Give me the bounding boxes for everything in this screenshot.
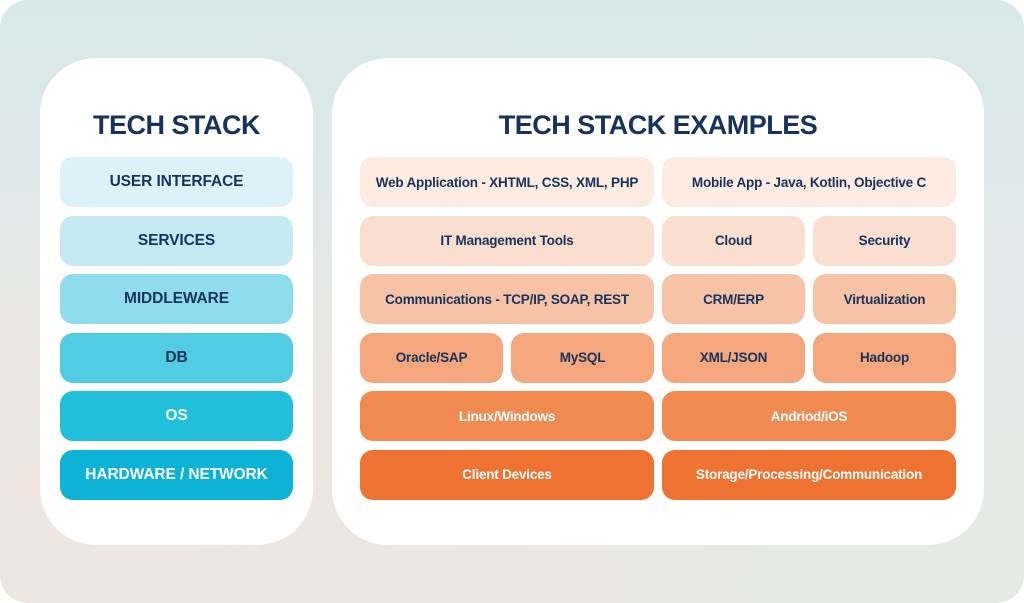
- example-box-xml-json: XML/JSON: [662, 332, 805, 383]
- stack-layer-middleware: MIDDLEWARE: [60, 274, 293, 324]
- stack-layer-hardware-network: HARDWARE / NETWORK: [60, 449, 293, 500]
- example-box-mysql: MySQL: [511, 332, 654, 383]
- examples-row-middleware: Communications - TCP/IP, SOAP, REST CRM/…: [360, 274, 956, 324]
- example-box-mobile-app: Mobile App - Java, Kotlin, Objective C: [662, 157, 956, 207]
- example-box-android-ios: Andriod/iOS: [662, 391, 956, 441]
- example-box-storage-processing-communication: Storage/Processing/Communication: [662, 449, 956, 500]
- example-box-client-devices: Client Devices: [360, 449, 654, 500]
- example-box-it-management-tools: IT Management Tools: [360, 215, 654, 266]
- tech-stack-examples-title: TECH STACK EXAMPLES: [498, 110, 818, 140]
- example-box-web-application: Web Application - XHTML, CSS, XML, PHP: [360, 157, 654, 207]
- examples-row-os: Linux/Windows Andriod/iOS: [360, 391, 956, 441]
- example-box-oracle-sap: Oracle/SAP: [360, 332, 503, 383]
- tech-stack-card: TECH STACK USER INTERFACE SERVICES MIDDL…: [40, 58, 313, 545]
- examples-row-hardware-network: Client Devices Storage/Processing/Commun…: [360, 449, 956, 500]
- tech-stack-example-rows: Web Application - XHTML, CSS, XML, PHP M…: [360, 157, 956, 500]
- examples-row-user-interface: Web Application - XHTML, CSS, XML, PHP M…: [360, 157, 956, 207]
- example-box-security: Security: [813, 215, 956, 266]
- examples-row-services: IT Management Tools Cloud Security: [360, 215, 956, 266]
- tech-stack-examples-card: TECH STACK EXAMPLES Web Application - XH…: [332, 58, 984, 545]
- examples-row-db: Oracle/SAP MySQL XML/JSON Hadoop: [360, 332, 956, 383]
- stack-layer-user-interface: USER INTERFACE: [60, 157, 293, 207]
- stack-layer-os: OS: [60, 391, 293, 441]
- tech-stack-title: TECH STACK: [93, 110, 261, 140]
- tech-stack-layers: USER INTERFACE SERVICES MIDDLEWARE DB OS…: [60, 157, 293, 500]
- example-box-crm-erp: CRM/ERP: [662, 274, 805, 324]
- stack-layer-services: SERVICES: [60, 215, 293, 266]
- example-box-linux-windows: Linux/Windows: [360, 391, 654, 441]
- example-box-communications: Communications - TCP/IP, SOAP, REST: [360, 274, 654, 324]
- stack-layer-db: DB: [60, 332, 293, 383]
- example-box-cloud: Cloud: [662, 215, 805, 266]
- example-box-hadoop: Hadoop: [813, 332, 956, 383]
- example-box-virtualization: Virtualization: [813, 274, 956, 324]
